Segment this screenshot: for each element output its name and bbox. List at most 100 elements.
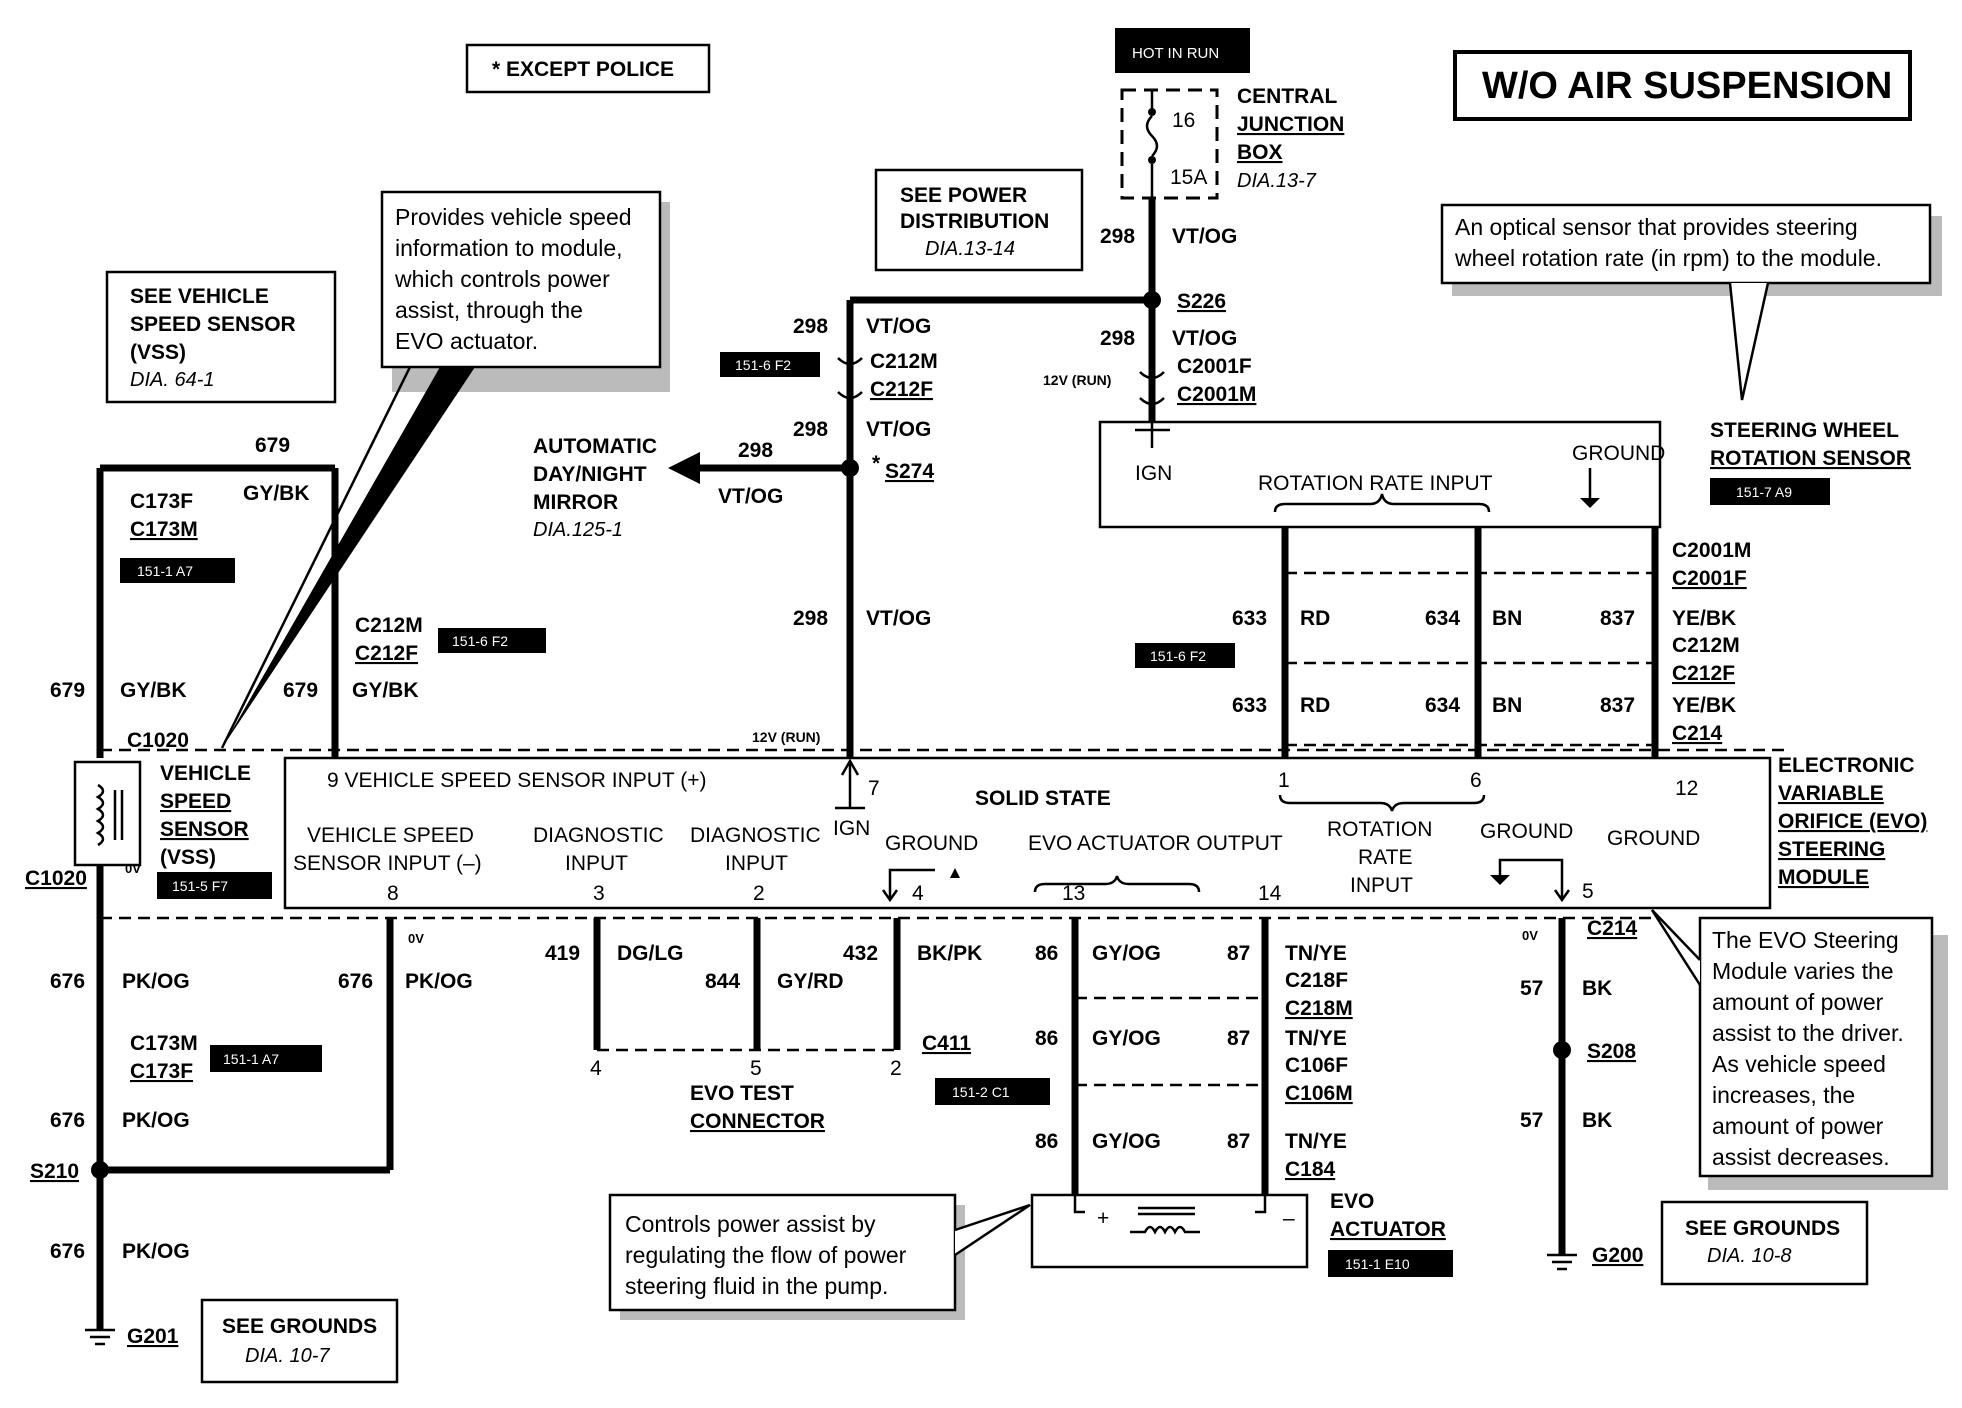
lbl-419: 419 [545, 942, 580, 965]
lbl-pkog-c: PK/OG [122, 1109, 190, 1132]
lbl-bk-a: BK [1582, 977, 1612, 1000]
lbl-dglg: DG/LG [617, 942, 684, 965]
power-dist-ref: DIA.13-14 [925, 238, 1015, 260]
lbl-12v-run-a: 12V (RUN) [1043, 372, 1111, 388]
note-evo-7: amount of power [1712, 1113, 1884, 1139]
lbl-pkog-b: PK/OG [405, 970, 473, 993]
lbl-vtog-e: VT/OG [718, 485, 783, 508]
vss-sensor-1: VEHICLE [160, 762, 251, 785]
mirror-ref: DIA.125-1 [533, 519, 623, 541]
note-evo-1: The EVO Steering [1712, 927, 1899, 953]
lbl-679-a: 679 [255, 434, 290, 457]
ground-g200: G200 [1592, 1244, 1643, 1267]
lbl-679-c: 679 [283, 679, 318, 702]
evo-module-box [283, 756, 1772, 910]
lbl-86-c: 86 [1035, 1130, 1058, 1153]
lbl-bk-b: BK [1582, 1109, 1612, 1132]
evo-test-2: CONNECTOR [690, 1110, 825, 1133]
lbl-837-b: 837 [1600, 694, 1635, 717]
lbl-c106m: C106M [1285, 1082, 1353, 1105]
hot-in-run: HOT IN RUN [1132, 45, 1219, 62]
fuse-rating: 15A [1170, 166, 1207, 189]
lbl-gyog-c: GY/OG [1092, 1130, 1161, 1153]
lbl-c1020-b: C1020 [25, 867, 87, 890]
lbl-vtog-c: VT/OG [866, 315, 931, 338]
evo-p13: 13 [1062, 882, 1085, 905]
evo-rot-2: RATE [1358, 846, 1412, 869]
note-optical-1: An optical sensor that provides steering [1455, 214, 1858, 240]
lbl-bn-b: BN [1492, 694, 1522, 717]
evo-p7: 7 [868, 777, 880, 800]
vss-sensor-2: SPEED [160, 790, 231, 813]
swrs-rotation: ROTATION RATE INPUT [1258, 472, 1493, 495]
lbl-gybk-a: GY/BK [243, 482, 310, 505]
lbl-vtog-d: VT/OG [866, 418, 931, 441]
lbl-0v-b: 0V [408, 931, 424, 946]
lbl-pkog-a: PK/OG [122, 970, 190, 993]
swrs-ign: IGN [1135, 462, 1172, 485]
lbl-432: 432 [843, 942, 878, 965]
lbl-vtog-a: VT/OG [1172, 225, 1237, 248]
note-evo-2: Module varies the [1712, 958, 1894, 984]
lbl-c173m-b: C173M [130, 1032, 198, 1055]
lbl-837-a: 837 [1600, 607, 1635, 630]
evo-act-1: EVO [1330, 1190, 1374, 1213]
fuse-number: 16 [1172, 109, 1195, 132]
lbl-87-c: 87 [1227, 1130, 1250, 1153]
cjb-label-3: BOX [1237, 141, 1283, 164]
lbl-c214-b: C214 [1587, 917, 1638, 940]
evo-rot-3: INPUT [1350, 874, 1413, 897]
grounds-right-1: SEE GROUNDS [1685, 1217, 1840, 1240]
vss-ref-dia: DIA. 64-1 [130, 369, 214, 391]
lbl-yebk-b: YE/BK [1672, 694, 1736, 717]
note-vss-4: assist, through the [395, 297, 583, 323]
lbl-676-d: 676 [50, 1240, 85, 1263]
evo-p8: 8 [387, 882, 399, 905]
grounds-left-ref: DIA. 10-7 [245, 1345, 330, 1367]
lbl-633-b: 633 [1232, 694, 1267, 717]
note-evo-4: assist to the driver. [1712, 1020, 1904, 1046]
evo-vss-neg-1: VEHICLE SPEED [307, 824, 474, 847]
power-dist-box [874, 168, 1084, 272]
lbl-c212m-c: C212M [1672, 634, 1740, 657]
lbl-yebk-a: YE/BK [1672, 607, 1736, 630]
evo-p12: 12 [1675, 777, 1698, 800]
lbl-c2001f-a: C2001F [1177, 355, 1252, 378]
lbl-c184: C184 [1285, 1158, 1336, 1181]
lbl-gyrd: GY/RD [777, 970, 844, 993]
lbl-c218m: C218M [1285, 997, 1353, 1020]
lbl-87-a: 87 [1227, 942, 1250, 965]
lbl-bn-a: BN [1492, 607, 1522, 630]
evo-p14: 14 [1258, 882, 1282, 905]
lbl-c212m-b: C212M [355, 614, 423, 637]
evo-input-1: INPUT [565, 852, 628, 875]
vss-ref-1: SEE VEHICLE [130, 285, 269, 308]
note-vss-5: EVO actuator. [395, 328, 538, 354]
lbl-s208: S208 [1587, 1040, 1636, 1063]
lbl-c173f-a: C173F [130, 490, 193, 513]
note-evo-box [1698, 916, 1934, 1178]
lbl-s274: S274 [885, 460, 934, 483]
lbl-c218f: C218F [1285, 969, 1348, 992]
lbl-gybk-b: GY/BK [120, 679, 187, 702]
tag-2: 151-1 A7 [137, 563, 193, 579]
vss-sensor-box [73, 760, 142, 867]
evo-rot-1: ROTATION [1327, 818, 1432, 841]
evo-p1: 1 [1278, 769, 1290, 792]
lbl-gybk-c: GY/BK [352, 679, 419, 702]
lbl-c212f-c: C212F [1672, 662, 1735, 685]
lbl-0v-a: 0V [125, 861, 141, 876]
lbl-tnye-c: TN/YE [1285, 1130, 1347, 1153]
lbl-gyog-a: GY/OG [1092, 942, 1161, 965]
lbl-298-d: 298 [793, 418, 828, 441]
cjb-label-1: CENTRAL [1237, 85, 1337, 108]
note-evo-8: assist decreases. [1712, 1144, 1890, 1170]
grounds-right-ref: DIA. 10-8 [1707, 1245, 1791, 1267]
evo-label-1: ELECTRONIC [1778, 754, 1915, 777]
swrs-label-2: ROTATION SENSOR [1710, 447, 1911, 470]
lbl-star: * [872, 452, 881, 475]
tag-3: 151-6 F2 [452, 633, 508, 649]
lbl-86-b: 86 [1035, 1027, 1058, 1050]
lbl-676-c: 676 [50, 1109, 85, 1132]
